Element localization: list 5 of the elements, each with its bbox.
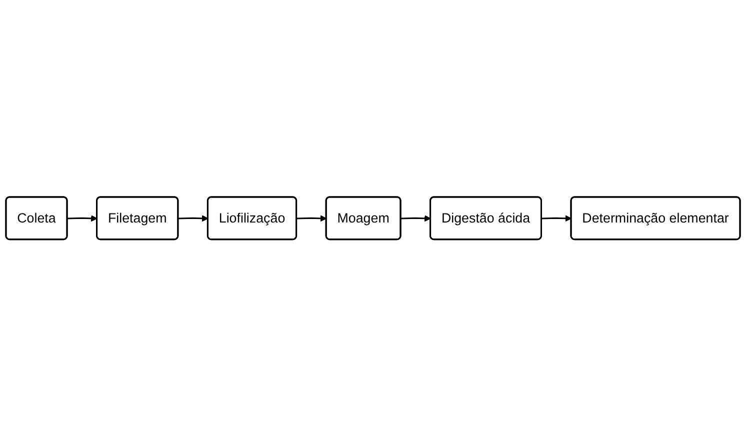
arrow — [67, 215, 98, 222]
arrow — [542, 215, 572, 222]
arrow — [178, 215, 208, 222]
arrow — [400, 215, 431, 222]
arrow — [296, 215, 327, 222]
